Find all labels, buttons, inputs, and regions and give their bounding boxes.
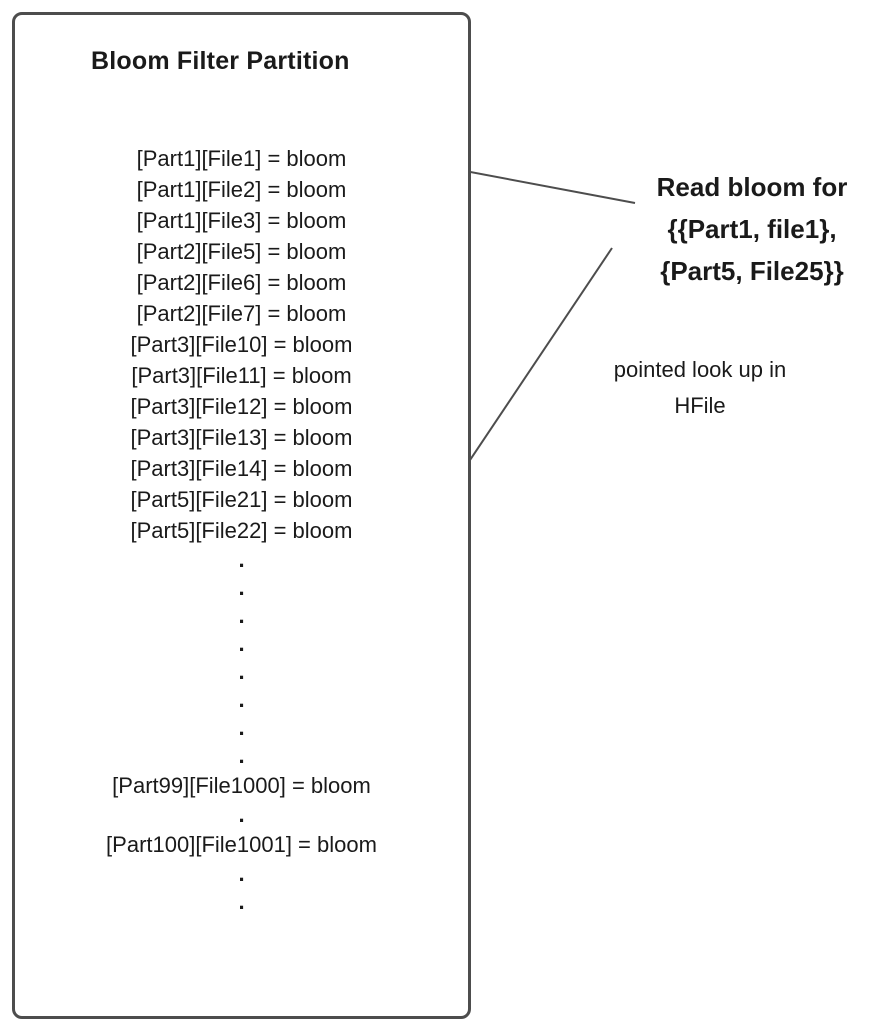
- bloom-entry-line: [Part100][File1001] = bloom: [106, 832, 377, 857]
- bloom-entry-list: [Part1][File1] = bloom [Part1][File2] = b…: [15, 143, 468, 916]
- ellipsis-dot: .: [238, 631, 245, 656]
- read-bloom-annotation: Read bloom for {{Part1, file1}, {Part5, …: [656, 172, 848, 286]
- ellipsis-dot: .: [238, 861, 245, 886]
- bloom-entry-line: [Part99][File1000] = bloom: [112, 773, 371, 798]
- bloom-entry-line: [Part1][File1] = bloom: [136, 146, 347, 171]
- bloom-entry-line: [Part2][File5] = bloom: [136, 239, 347, 264]
- bloom-entry-line: [Part3][File14] = bloom: [130, 456, 353, 481]
- bloom-entry-line: [Part3][File12] = bloom: [130, 394, 353, 419]
- pointed-lookup-annotation: pointed look up in HFile: [613, 357, 787, 418]
- ellipsis-dot: .: [238, 715, 245, 740]
- bloom-entry-line: [Part3][File10] = bloom: [130, 332, 353, 357]
- ellipsis-dot: .: [238, 802, 245, 827]
- bloom-entry-line: [Part2][File6] = bloom: [136, 270, 347, 295]
- ellipsis-dot: .: [238, 603, 245, 628]
- ellipsis-dot: .: [238, 743, 245, 768]
- bloom-entry-line: [Part3][File11] = bloom: [131, 363, 352, 388]
- ellipsis-dot: .: [238, 575, 245, 600]
- ellipsis-dot: .: [238, 547, 245, 572]
- ellipsis-dot: .: [238, 687, 245, 712]
- bloom-entry-line: [Part1][File3] = bloom: [136, 208, 347, 233]
- bloom-entry-line: [Part1][File2] = bloom: [136, 177, 347, 202]
- bloom-filter-partition-box: Bloom Filter Partition [Part1][File1] = …: [12, 12, 471, 1019]
- bloom-entry-line: [Part2][File7] = bloom: [136, 301, 347, 326]
- box-title: Bloom Filter Partition: [91, 47, 350, 75]
- bloom-entry-line: [Part5][File22] = bloom: [130, 518, 353, 543]
- bloom-entry-line: [Part3][File13] = bloom: [130, 425, 353, 450]
- ellipsis-dot: .: [238, 659, 245, 684]
- bloom-entry-line: [Part5][File21] = bloom: [130, 487, 353, 512]
- ellipsis-dot: .: [238, 889, 245, 914]
